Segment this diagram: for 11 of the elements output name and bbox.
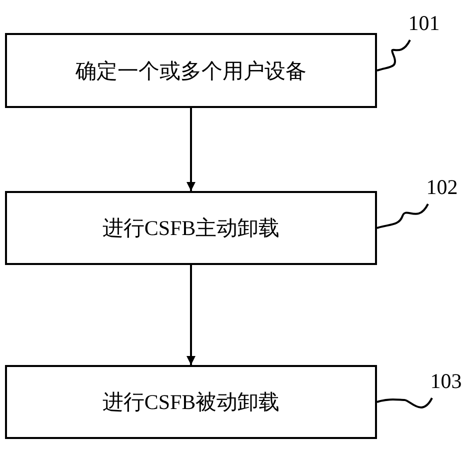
arrow bbox=[186, 108, 196, 191]
leader-line bbox=[376, 203, 429, 229]
step-number: 101 bbox=[396, 8, 452, 38]
process-box: 进行CSFB被动卸载 bbox=[5, 365, 377, 439]
process-box: 进行CSFB主动卸载 bbox=[5, 191, 377, 265]
step-number: 103 bbox=[418, 366, 474, 396]
step-number: 102 bbox=[414, 172, 470, 202]
leader-line bbox=[376, 39, 411, 72]
arrow bbox=[186, 265, 196, 365]
leader-line bbox=[376, 397, 433, 408]
process-box: 确定一个或多个用户设备 bbox=[5, 33, 377, 108]
